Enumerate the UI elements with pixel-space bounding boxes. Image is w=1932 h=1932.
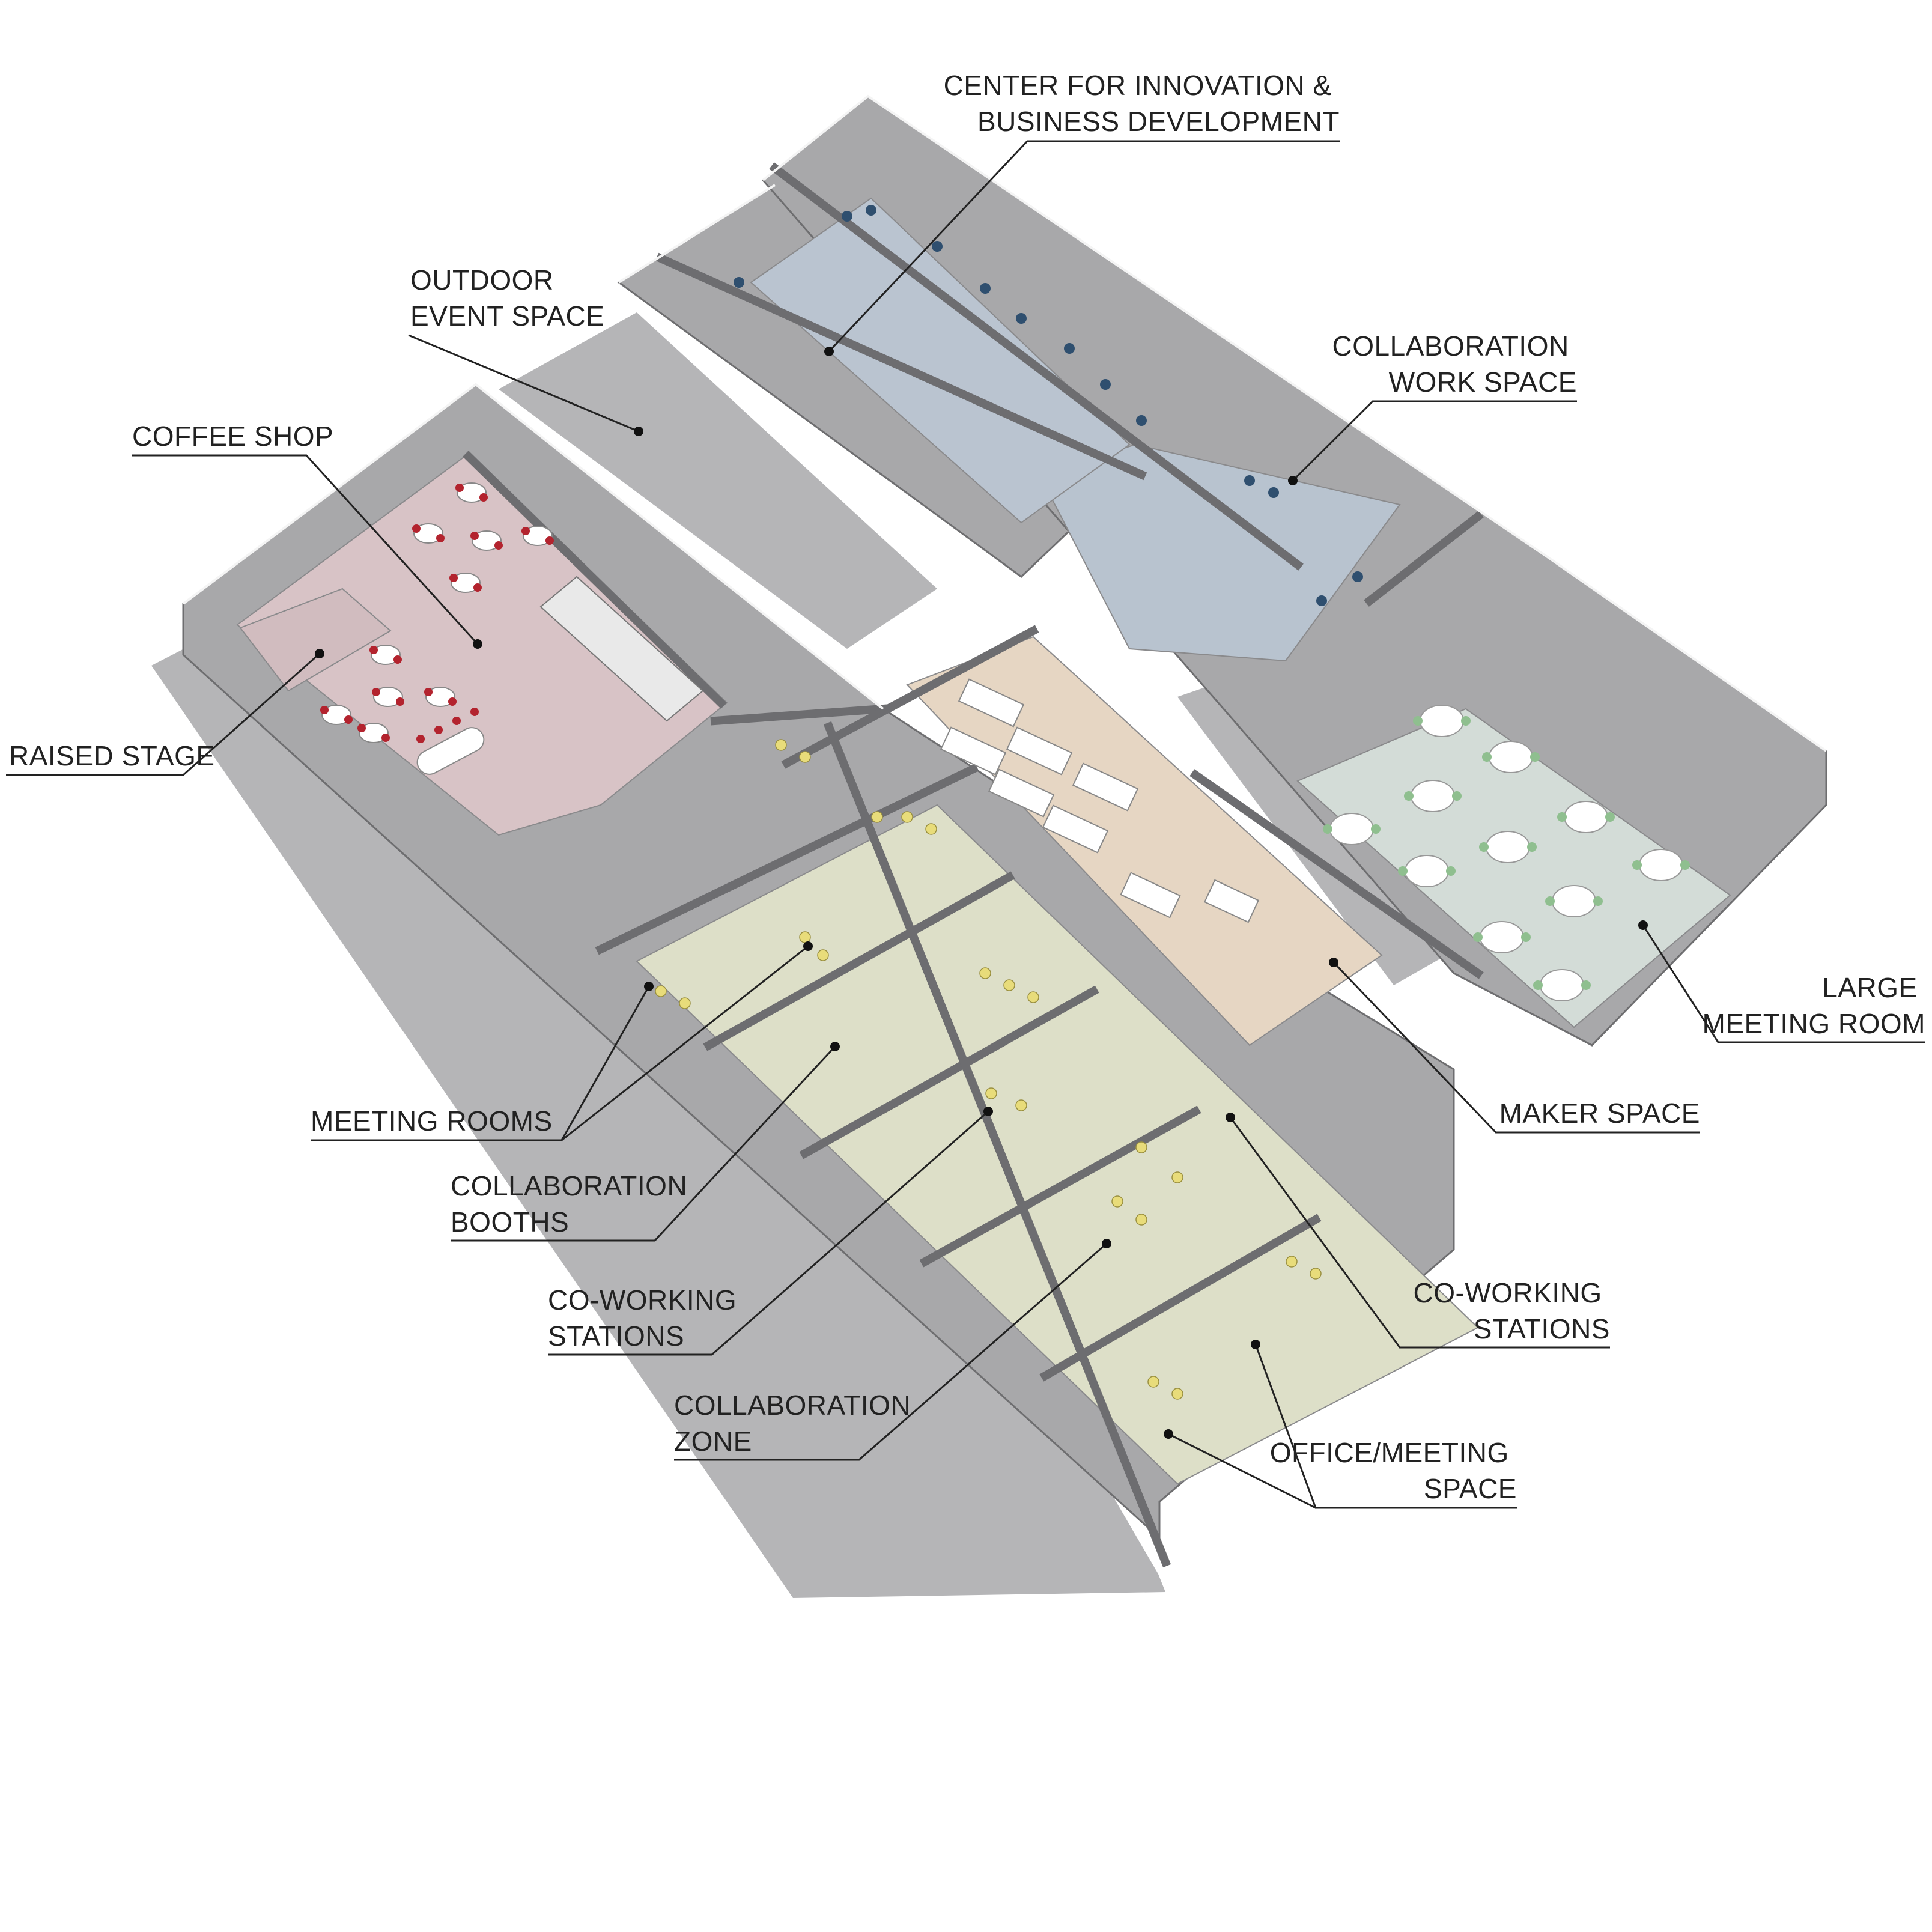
label-maker-space: MAKER SPACE: [1499, 1098, 1700, 1129]
coworking-furniture: [655, 739, 1322, 1400]
office-furniture: [734, 205, 1363, 606]
label-outdoor-event-space: OUTDOOR EVENT SPACE: [410, 264, 604, 332]
large-meeting-furniture: [1323, 705, 1690, 1001]
wall-tops: [182, 94, 1827, 752]
coffee-shop-furniture: [320, 482, 704, 775]
cibd-floor: [750, 197, 1131, 524]
maker-space-furniture: [940, 678, 1260, 923]
label-office-meeting-space: OFFICE/MEETING SPACE: [1270, 1437, 1517, 1504]
partition-walls: [463, 162, 1484, 1568]
label-large-meeting-room: LARGE MEETING ROOM: [1703, 972, 1925, 1039]
large-meeting-floor: [1296, 708, 1731, 1028]
zone-labels: CENTER FOR INNOVATION & BUSINESS DEVELOP…: [9, 70, 1925, 1504]
label-coffee-shop: COFFEE SHOP: [132, 421, 333, 452]
meeting-rooms-floor: [636, 804, 1479, 1485]
label-coworking-stations-right: CO-WORKING STATIONS: [1414, 1277, 1610, 1344]
label-collaboration-booths: COLLABORATION BOOTHS: [451, 1170, 695, 1238]
zone-floors: [236, 197, 1731, 1485]
label-coworking-stations-left: CO-WORKING STATIONS: [548, 1284, 744, 1352]
label-center-innovation: CENTER FOR INNOVATION & BUSINESS DEVELOP…: [944, 70, 1340, 137]
label-collaboration-work-space: COLLABORATION WORK SPACE: [1332, 330, 1577, 398]
leader-lines: [6, 140, 1925, 1509]
raised-stage-floor: [239, 588, 392, 692]
leader-dots: [315, 347, 1648, 1439]
label-collaboration-zone: COLLABORATION ZONE: [674, 1390, 919, 1457]
label-raised-stage: RAISED STAGE: [9, 740, 215, 771]
label-meeting-rooms: MEETING ROOMS: [311, 1105, 553, 1137]
